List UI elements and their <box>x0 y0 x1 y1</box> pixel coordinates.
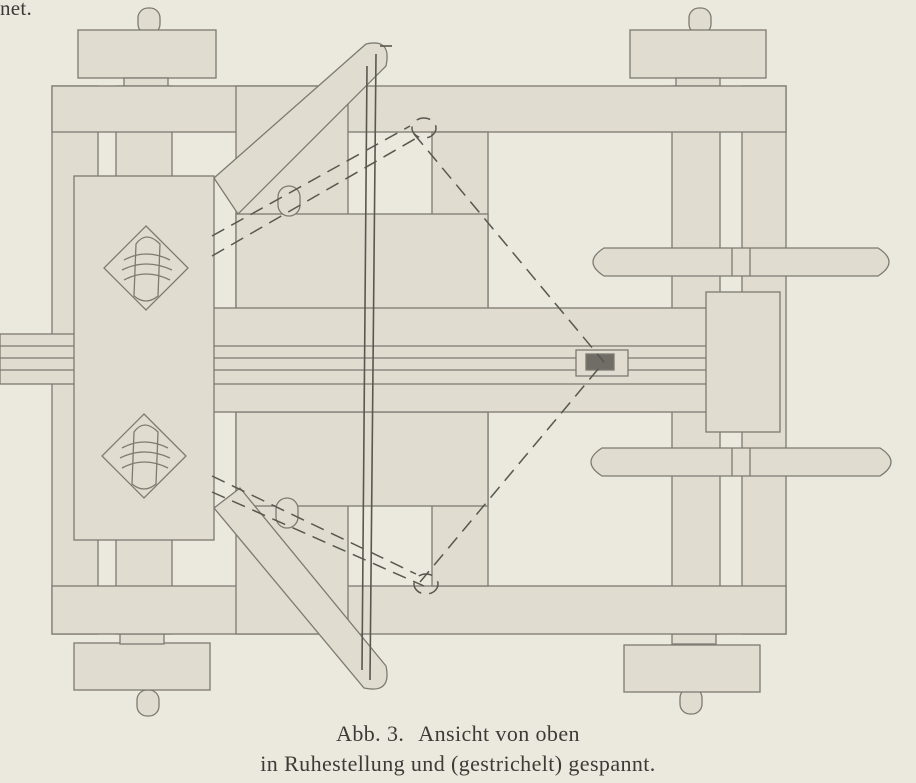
torsion-spring-upper <box>103 225 189 311</box>
figure-label: Abb. 3. <box>336 721 405 746</box>
axle-pins <box>136 7 712 717</box>
torsion-spring-lower <box>101 413 187 499</box>
caption-line-1: Ansicht von oben <box>418 721 580 746</box>
winch-drum <box>705 291 781 433</box>
interior-blocks <box>235 213 489 507</box>
tensioned-position-dashed <box>211 117 605 595</box>
winch-handles <box>590 247 892 477</box>
bow-arms <box>213 42 388 690</box>
wheels <box>73 29 767 693</box>
trigger-slot <box>575 349 629 377</box>
previous-text-fragment: net. <box>0 0 33 20</box>
frame-beams <box>51 85 787 635</box>
trigger-loops <box>275 185 301 529</box>
figure-caption: Abb. 3. Ansicht von oben <box>0 721 916 747</box>
caption-line-2: in Ruhestellung und (gestrichelt) gespan… <box>260 751 656 776</box>
